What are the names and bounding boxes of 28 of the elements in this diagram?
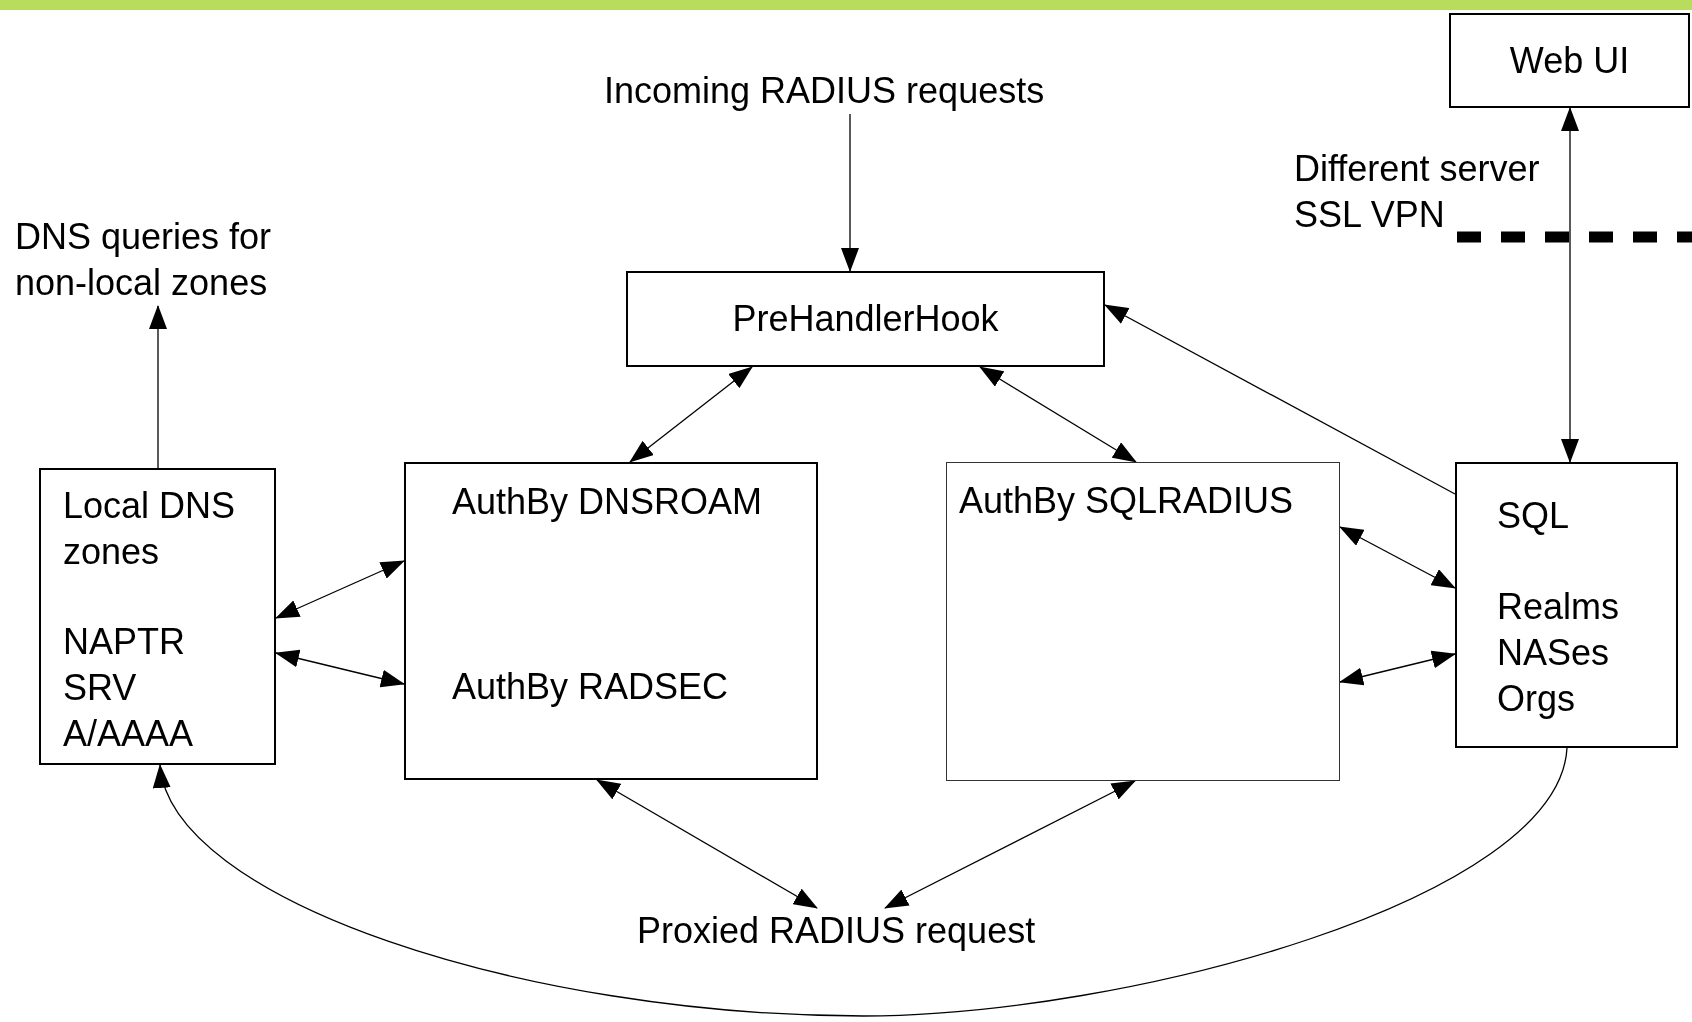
box-text: Realms NASes Orgs	[1497, 585, 1621, 721]
arrow	[1561, 107, 1579, 463]
arrow	[629, 366, 753, 463]
arrow	[841, 113, 859, 272]
arrow	[1339, 650, 1456, 686]
arrow	[149, 305, 167, 469]
box-title: Web UI	[1508, 38, 1631, 83]
arrow	[275, 649, 405, 688]
component-box	[39, 468, 276, 765]
annotation-text: Incoming RADIUS requests	[604, 68, 1104, 114]
arrow	[979, 366, 1137, 463]
box-title: PreHandlerHook	[731, 297, 1000, 341]
annotation-text: DNS queries for non-local zones	[15, 214, 305, 306]
arrow	[1339, 526, 1456, 589]
arrow	[275, 560, 405, 619]
box-text: AuthBy RADSEC	[452, 665, 730, 709]
box-title: Local DNS zones	[63, 484, 237, 574]
component-box	[1449, 13, 1690, 108]
component-box	[1455, 462, 1678, 748]
component-box	[946, 462, 1340, 781]
box-title: SQL	[1497, 494, 1571, 538]
box-text: NAPTR SRV A/AAAA	[63, 620, 195, 756]
annotation-text: Different server SSL VPN	[1294, 147, 1541, 237]
component-box	[404, 462, 818, 780]
box-title: AuthBy SQLRADIUS	[959, 479, 1295, 523]
box-title: AuthBy DNSROAM	[452, 480, 764, 524]
component-box	[626, 271, 1105, 367]
arrow	[1104, 304, 1456, 495]
